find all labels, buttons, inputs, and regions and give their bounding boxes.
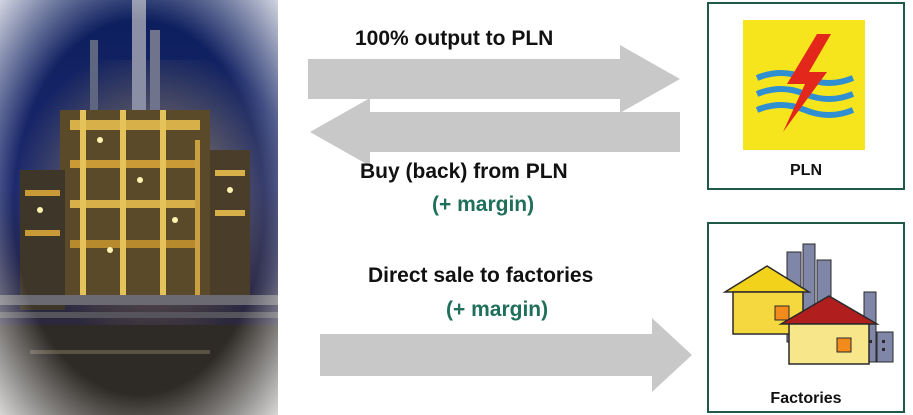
label-buy-back-from-pln: Buy (back) from PLN <box>360 160 568 183</box>
pln-box: PLN <box>707 2 905 190</box>
arrow-buy-back-from-pln <box>310 98 680 166</box>
label-direct-sale-margin: (+ margin) <box>446 298 549 321</box>
factories-box: Factories <box>707 222 905 413</box>
factories-label: Factories <box>770 390 842 407</box>
pln-label: PLN <box>790 162 822 179</box>
arrow-direct-sale <box>320 318 692 392</box>
factory-buildings-icon <box>719 230 899 380</box>
label-direct-sale: Direct sale to factories <box>368 264 594 287</box>
pln-logo-icon <box>743 20 865 150</box>
arrow-output-to-pln <box>308 45 680 113</box>
label-buy-back-margin: (+ margin) <box>432 193 535 216</box>
label-output-to-pln: 100% output to PLN <box>355 27 554 50</box>
power-plant-photo <box>0 0 278 415</box>
